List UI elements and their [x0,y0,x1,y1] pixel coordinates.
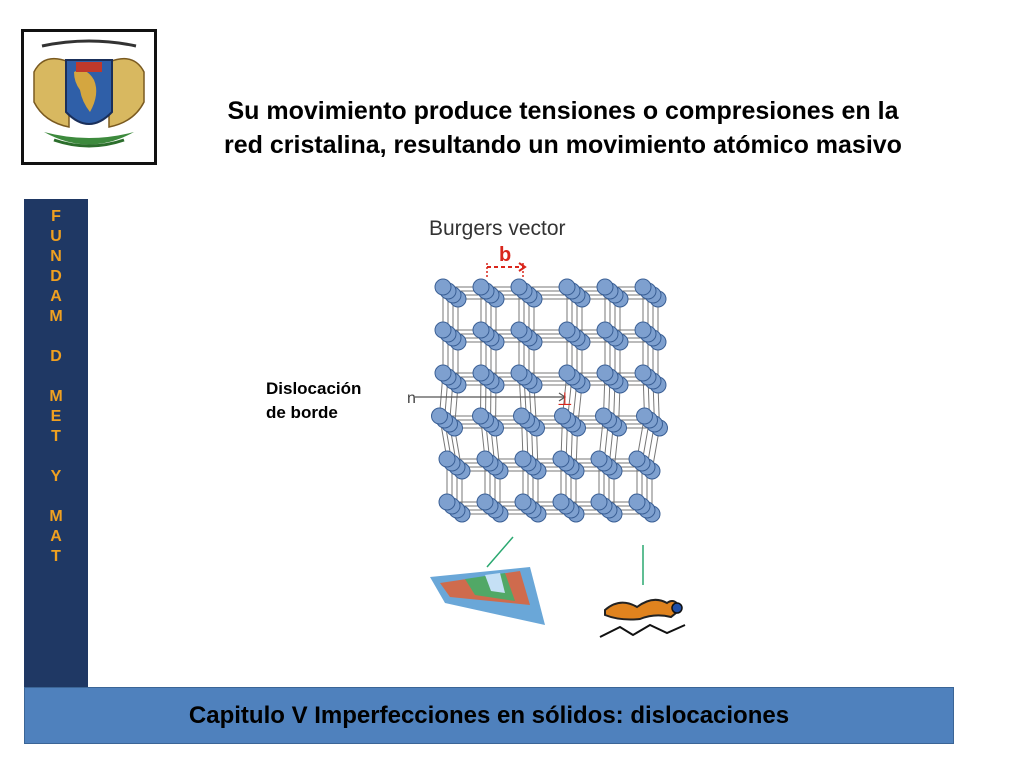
stress-field-icon [430,567,545,625]
atom [634,321,652,339]
atom [596,278,614,296]
sidebar-letter: M [49,508,63,525]
atom [514,450,532,468]
b-label: b [499,244,511,266]
atom [510,364,528,382]
slide-title: Su movimiento produce tensiones o compre… [168,94,958,162]
atom [510,278,528,296]
sidebar-letter: D [50,268,62,285]
sidebar-letter [24,447,88,467]
sidebar-letter: E [50,408,62,425]
atom [595,407,612,425]
sidebar-letter: M [49,388,63,405]
burgers-vector-title: Burgers vector [429,217,566,240]
atom [596,364,614,382]
sidebar-letter: D [50,348,62,365]
sidebar-letter: T [51,428,61,445]
atom [558,364,576,382]
atom [476,450,494,468]
chapter-title: Capitulo V Imperfecciones en sólidos: di… [188,702,790,729]
atom [510,321,528,339]
sidebar-letter [24,367,88,387]
atom [590,493,608,511]
atom [431,407,448,425]
edge-dislocation-symbol: ⊥ [557,389,573,409]
dislocation-label: Dislocación de borde [266,377,361,425]
unam-logo [21,29,157,165]
burgers-vector-diagram: Burgers vector b ⊥ n [405,205,725,660]
pointer-line-left [486,536,514,568]
atom [628,450,646,468]
burgers-arrowhead-icon [518,262,527,272]
dislocation-label-line-2: de borde [266,403,338,422]
atom [558,321,576,339]
atom [476,493,494,511]
atom [472,364,490,382]
sidebar-letter [24,327,88,347]
crystal-lattice: Burgers vector b ⊥ n [407,217,686,638]
atom [636,407,653,425]
unam-crest-icon [33,39,145,148]
sidebar-letter: A [50,288,62,305]
lattice-group [431,278,668,523]
atom [552,493,570,511]
atom [628,493,646,511]
atom [558,278,576,296]
atom [514,493,532,511]
atom [434,321,452,339]
sidebar-letter: T [51,548,61,565]
chapter-footer-bar: Capitulo V Imperfecciones en sólidos: di… [24,687,954,744]
title-line-2: red cristalina, resultando un movimiento… [224,131,902,159]
atom [472,407,489,425]
atom [634,278,652,296]
sidebar-letter: F [51,208,61,225]
sidebar-letter: Y [50,468,62,485]
sidebar-letter: A [50,528,62,545]
atom [513,407,530,425]
svg-text:n: n [407,390,416,407]
atom [554,407,571,425]
sidebar-letter: M [49,308,63,325]
sidebar-letter: N [50,248,62,265]
sidebar-letter [24,487,88,507]
atom [434,278,452,296]
atom [438,450,456,468]
dislocation-label-line-1: Dislocación [266,379,362,398]
sidebar-letter: U [50,228,62,245]
atom [434,364,452,382]
atom [552,450,570,468]
atom [472,278,490,296]
atom [590,450,608,468]
title-line-1: Su movimiento produce tensiones o compre… [227,97,899,125]
atom [438,493,456,511]
atom [472,321,490,339]
atom [634,364,652,382]
atom [596,321,614,339]
dislocation-line-sketch-icon [599,598,686,638]
